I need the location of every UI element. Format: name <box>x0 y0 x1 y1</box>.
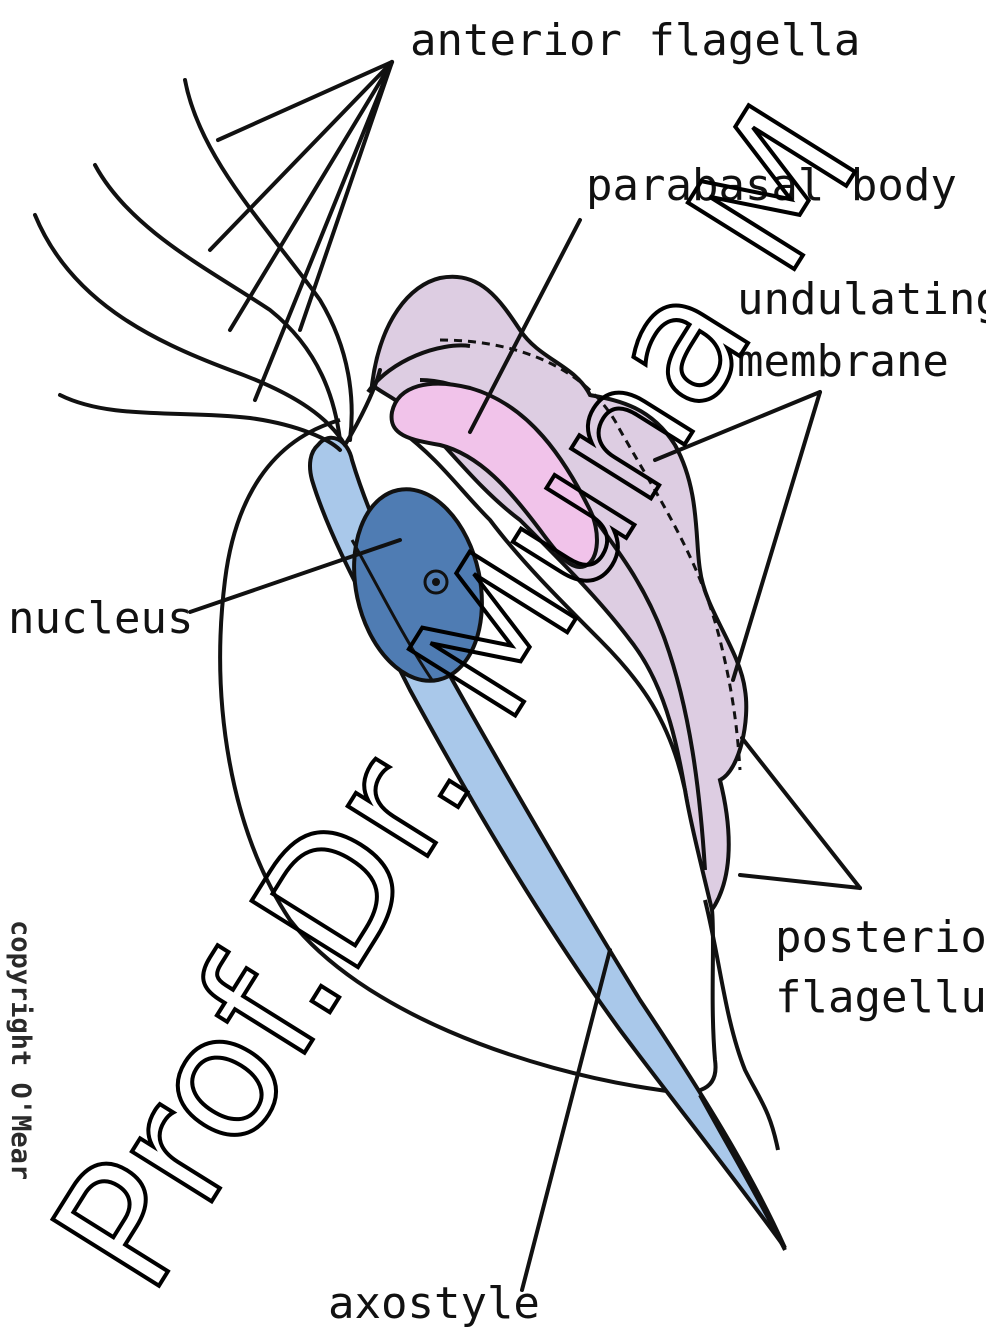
posterior-flagellum-tail <box>705 900 778 1150</box>
label-axostyle: axostyle <box>328 1278 540 1329</box>
leader-anterior-5 <box>300 62 392 330</box>
label-anterior-flagella: anterior flagella <box>410 15 860 66</box>
label-posterior: posterior <box>775 912 986 963</box>
leader-posterior-1 <box>733 392 820 680</box>
watermark-text: Prof.Dr. Muna M <box>14 73 898 1322</box>
label-nucleus: nucleus <box>8 593 193 644</box>
copyright-text: copyright O'Mear <box>5 920 36 1180</box>
label-flagellum: flagellum <box>775 972 986 1023</box>
leader-posterior-3 <box>740 875 860 888</box>
leader-posterior-2 <box>742 738 860 888</box>
axostyle-tip <box>700 1095 785 1250</box>
leader-anterior-2 <box>210 62 392 250</box>
